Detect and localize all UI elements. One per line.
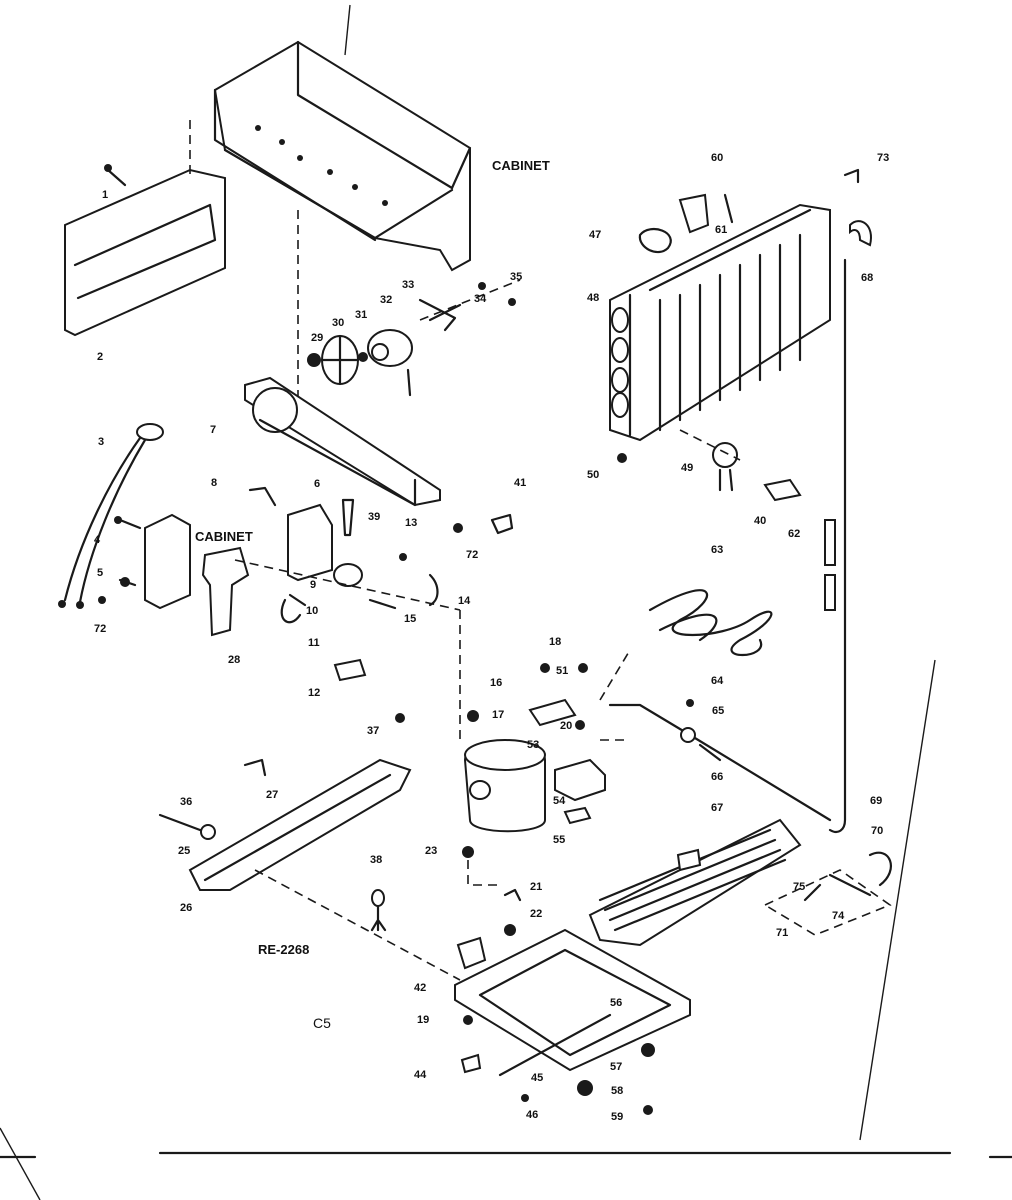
callout: 47	[589, 229, 602, 241]
callout: 50	[587, 469, 600, 481]
callout: 34	[474, 293, 487, 305]
callout: 46	[526, 1109, 539, 1121]
callout: 72	[94, 623, 107, 635]
callout: 31	[355, 309, 368, 321]
callout: 28	[228, 654, 241, 666]
callout: 14	[458, 595, 471, 607]
callout: 70	[871, 825, 884, 837]
fan-motor	[367, 329, 413, 397]
callout: 57	[610, 1061, 623, 1073]
callout: 15	[404, 613, 417, 625]
callout: 1	[102, 189, 109, 201]
callout: 30	[332, 317, 345, 329]
callout: 71	[776, 927, 789, 939]
callout: 3	[98, 436, 105, 448]
base-rail	[188, 758, 412, 891]
callout: 32	[380, 294, 393, 306]
callout: 5	[97, 567, 104, 579]
callout: 22	[530, 908, 543, 920]
callout: 75	[793, 881, 806, 893]
callout: 51	[556, 665, 569, 677]
callout: 8	[211, 477, 218, 489]
cabinet-label: CABINET	[492, 158, 550, 173]
callout: 44	[414, 1069, 427, 1081]
callout: 20	[560, 720, 573, 732]
callout: 10	[306, 605, 319, 617]
callout: 72	[466, 549, 479, 561]
callout: 48	[587, 292, 600, 304]
cabinet-top-box	[213, 40, 472, 272]
callout: 37	[367, 725, 380, 737]
callout: 73	[877, 152, 890, 164]
callout: 35	[510, 271, 523, 283]
callout: 38	[370, 854, 383, 866]
callout: 6	[314, 478, 321, 490]
callout: 36	[180, 796, 193, 808]
callout: 26	[180, 902, 193, 914]
wire-harness	[58, 423, 164, 609]
callout: 33	[402, 279, 415, 291]
callout: 18	[549, 636, 562, 648]
callout: 66	[711, 771, 724, 783]
evaporator	[609, 203, 831, 442]
callout: 56	[610, 997, 623, 1009]
callout: 69	[870, 795, 883, 807]
callout: 13	[405, 517, 418, 529]
callout: 53	[527, 739, 540, 751]
cabinet-label: CABINET	[195, 529, 253, 544]
callout: 2	[97, 351, 104, 363]
callout: 27	[266, 789, 279, 801]
callout: 59	[611, 1111, 624, 1123]
callout: 55	[553, 834, 566, 846]
callout: 21	[530, 881, 543, 893]
section-code: C5	[313, 1015, 331, 1031]
callout: 40	[754, 515, 767, 527]
callout: 63	[711, 544, 724, 556]
callout: 16	[490, 677, 503, 689]
callout: 45	[531, 1072, 544, 1084]
callout: 74	[832, 910, 845, 922]
bottom-frame	[454, 928, 691, 1077]
callout: 25	[178, 845, 191, 857]
callout: 4	[94, 534, 101, 546]
callout: 7	[210, 424, 217, 436]
side-panel	[64, 120, 226, 337]
callout: 68	[861, 272, 874, 284]
callout: 41	[514, 477, 527, 489]
callout: 29	[311, 332, 324, 344]
callout: 42	[414, 982, 427, 994]
callout: 58	[611, 1085, 624, 1097]
condenser-coil	[648, 589, 773, 656]
fan-shroud	[244, 376, 441, 507]
callout: 54	[553, 795, 566, 807]
condenser-fins	[588, 818, 802, 947]
fan-blade	[320, 334, 360, 386]
callout: 62	[788, 528, 801, 540]
callout: 49	[681, 462, 694, 474]
diagram-code: RE-2268	[258, 942, 310, 957]
callout: 19	[417, 1014, 430, 1026]
callout: 9	[310, 579, 317, 591]
callout: 23	[425, 845, 438, 857]
callout: 60	[711, 152, 724, 164]
callout: 39	[368, 511, 381, 523]
compressor	[463, 739, 546, 833]
callout: 65	[712, 705, 725, 717]
callout: 11	[308, 637, 320, 649]
callout: 64	[711, 675, 724, 687]
callout: 17	[492, 709, 505, 721]
callout: 61	[715, 224, 728, 236]
callout: 67	[711, 802, 724, 814]
callout: 12	[308, 687, 321, 699]
